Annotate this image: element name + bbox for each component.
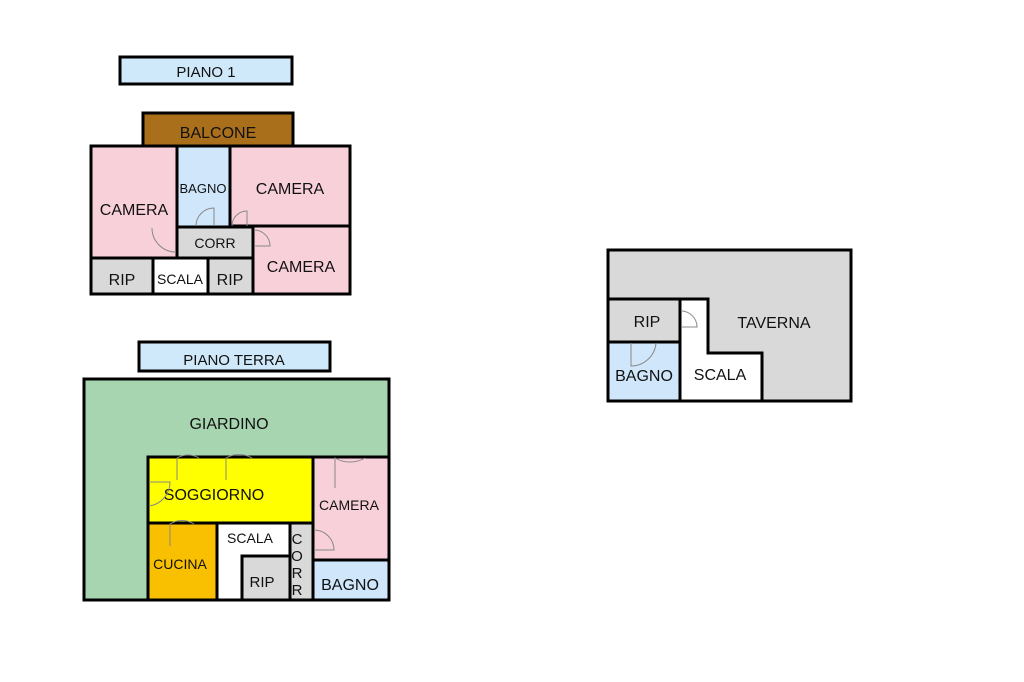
piano-terra-plan: PIANO TERRA GIARDINO SOGGIORNO CAMERA CU…: [82, 340, 391, 602]
taverna-plan: TAVERNA RIP BAGNO SCALA: [606, 248, 853, 403]
room-label-bagno: BAGNO: [321, 577, 379, 594]
room-label-taverna: TAVERNA: [737, 315, 811, 332]
piano-1-plan: PIANO 1 BALCONE CAMERA BAGNO CAMERA CORR…: [89, 55, 352, 296]
room-rip-left: [89, 256, 155, 296]
room-scala: [151, 256, 210, 296]
room-label-corr: CORR: [194, 235, 235, 251]
room-label-bagno: BAGNO: [615, 368, 673, 385]
piano-terra-label-box: [137, 340, 332, 373]
room-label-camera: CAMERA: [267, 259, 336, 276]
room-bagno: [311, 558, 391, 602]
room-label-soggiorno: SOGGIORNO: [164, 487, 264, 504]
door-swing-icon: [225, 454, 253, 480]
room-label-rip: RIP: [109, 272, 136, 289]
room-label-balcone: BALCONE: [180, 125, 256, 142]
door-swing-icon: [151, 227, 177, 253]
room-label-corr: O: [291, 548, 303, 565]
door-swing-icon: [334, 457, 366, 488]
room-bagno: [606, 340, 682, 403]
room-camera-bottom-right: [251, 224, 352, 296]
door-swing-icon: [176, 454, 200, 480]
door-swing-icon: [680, 310, 698, 328]
door-swing-icon: [148, 481, 171, 507]
room-label-giardino: GIARDINO: [189, 416, 268, 433]
room-camera: [311, 455, 391, 562]
room-label-corr: C: [292, 531, 303, 548]
room-rip: [606, 297, 682, 344]
room-label-scala: SCALA: [227, 530, 274, 546]
room-label-cucina: CUCINA: [153, 556, 207, 572]
room-label-corr: R: [292, 565, 303, 582]
piano-terra-title: PIANO TERRA: [183, 352, 284, 369]
room-label-corr: R: [292, 582, 303, 599]
door-swing-icon: [195, 207, 215, 227]
room-label-camera: CAMERA: [256, 181, 325, 198]
room-label-camera: CAMERA: [100, 202, 169, 219]
door-swing-icon: [253, 229, 271, 247]
room-rip-right: [206, 256, 255, 296]
room-label-scala: SCALA: [157, 271, 204, 287]
piano-1-label-box: [118, 55, 294, 86]
room-label-rip: RIP: [217, 272, 244, 289]
door-swing-icon: [630, 342, 657, 367]
room-label-bagno: BAGNO: [180, 181, 227, 196]
room-label-rip: RIP: [249, 574, 274, 591]
room-label-camera: CAMERA: [319, 497, 380, 513]
door-swing-icon: [231, 210, 248, 227]
door-swing-icon: [169, 520, 195, 546]
piano-1-title: PIANO 1: [176, 64, 235, 81]
room-label-scala: SCALA: [694, 367, 747, 384]
door-swing-icon: [313, 529, 335, 551]
room-scala: [678, 297, 764, 403]
room-label-rip: RIP: [634, 314, 661, 331]
